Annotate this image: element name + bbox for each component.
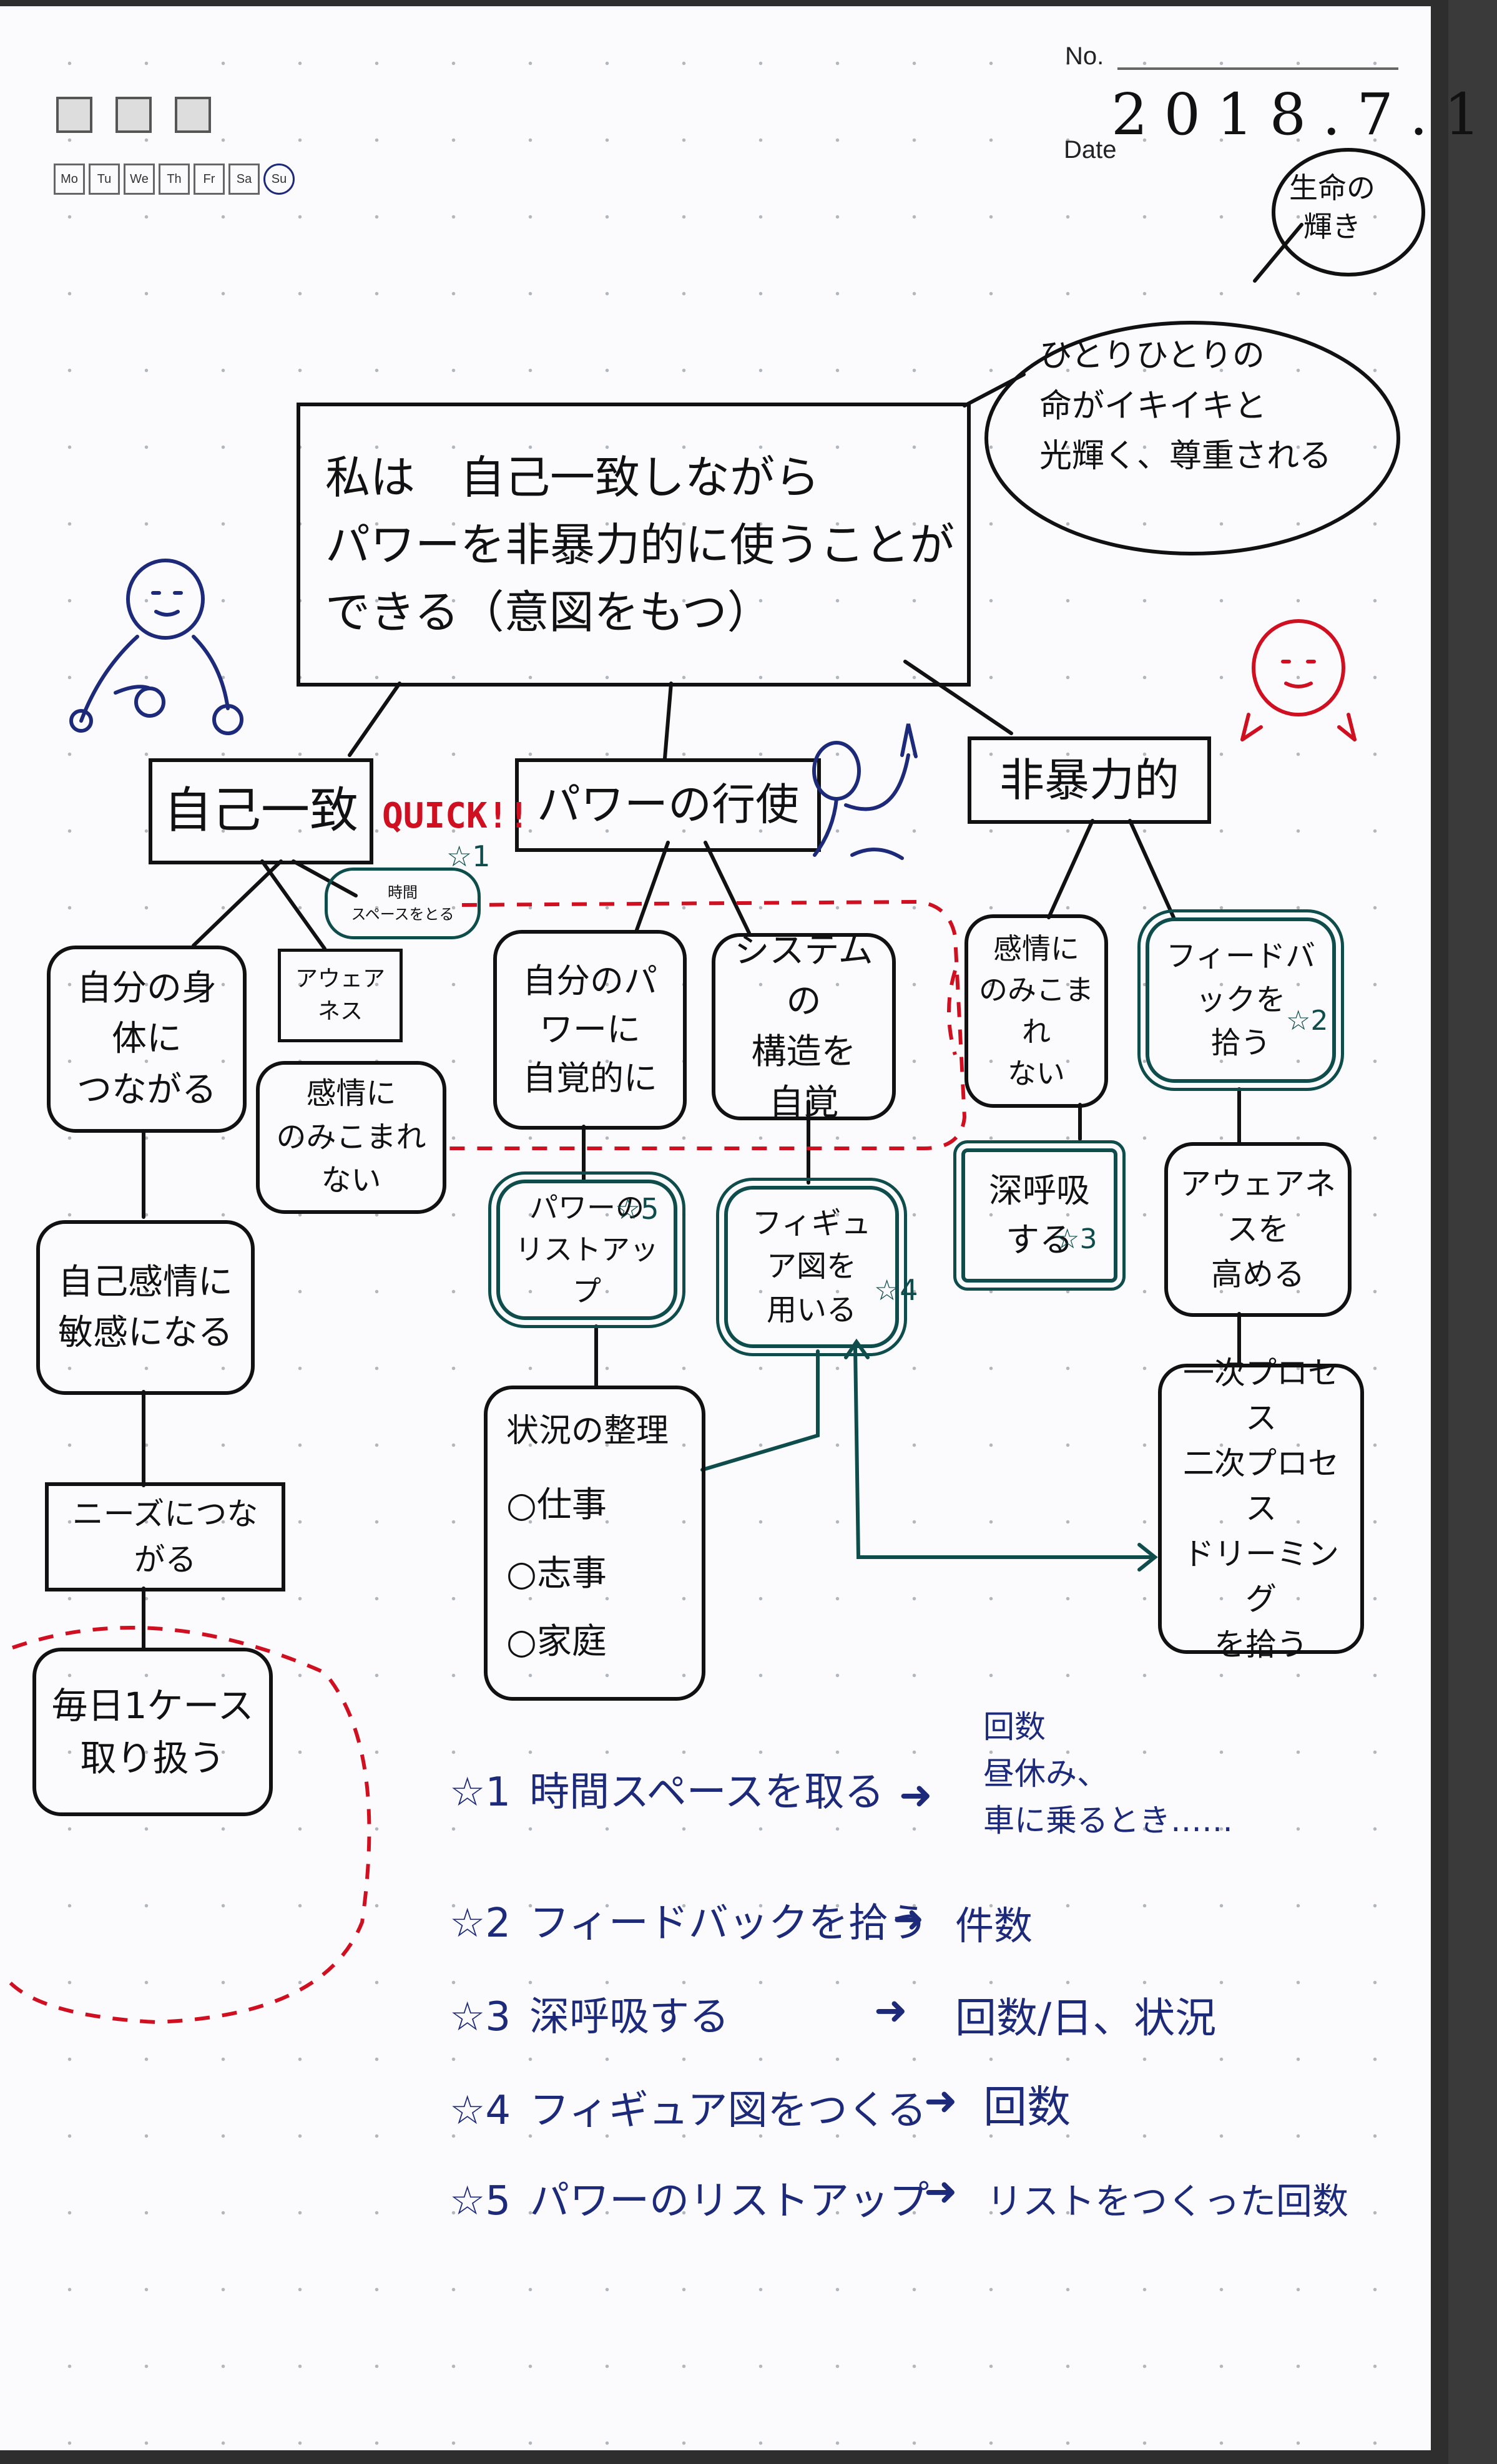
bubble-each-life: ひとりひとりの 命がイキイキと 光輝く、尊重される [1039, 337, 1332, 476]
page-edge-top [0, 0, 1448, 6]
weekday-sa: Sa [228, 164, 260, 195]
legend-mark: ☆5 [449, 2178, 511, 2224]
legend-row-4: ☆4 フィギュア図をつくる [449, 2078, 926, 2136]
quick-mark: ☆1 [446, 839, 491, 873]
page-edge-right [1431, 0, 1448, 2464]
self-emotion-box: 自己感情に 敏感になる [36, 1220, 255, 1395]
page-edge-bottom [0, 2450, 1448, 2464]
needs-connect-box: ニーズにつながる [45, 1482, 285, 1591]
legend-measure-2: 件数 [955, 1903, 1033, 1948]
figure-diagram-box: フィギュア図を 用いる [716, 1178, 907, 1356]
quick-label: QUICK!! [382, 796, 530, 836]
listup-mark: ☆5 [615, 1192, 659, 1226]
power-conscious-box: 自分のパワーに 自覚的に [493, 930, 687, 1130]
legend-text: 深呼吸する [529, 1994, 730, 2040]
legend-arrow-3: ➜ [874, 1988, 908, 2034]
body-connect-box: 自分の身体に つながる [47, 946, 247, 1133]
legend-text: フィギュア図をつくる [529, 2088, 927, 2134]
bubble-life-shine: 生命の 輝き [1289, 171, 1375, 244]
legend-mark: ☆4 [449, 2088, 511, 2134]
date-label: Date [1064, 136, 1117, 164]
connector-lines [4, 148, 1425, 2025]
legend-text: 時間スペースを取る [529, 1769, 885, 1816]
feedback-box: フィードバックを 拾う [1137, 909, 1344, 1091]
breath-mark: ☆3 [1055, 1223, 1097, 1255]
situation-title: 状況の整理 [506, 1412, 669, 1450]
system-structure-box: システムの 構造を 自覚 [712, 931, 896, 1123]
emotion-not-swallowed-box: 感情に のみこまれない [256, 1061, 446, 1214]
legend-measure-4: 回数 [983, 2081, 1071, 2133]
process-dreaming-box: 一次プロセス 二次プロセス ドリーミング を拾う [1158, 1355, 1364, 1663]
weekday-th: Th [159, 164, 190, 195]
daily-case-box: 毎日1ケース 取り扱う [32, 1648, 273, 1816]
feedback-mark: ☆2 [1286, 1005, 1328, 1037]
weekday-tu: Tu [89, 164, 120, 195]
cloud-icon [115, 97, 152, 133]
category-nonviolent: 非暴力的 [968, 736, 1211, 824]
date-value: 2018.7.1 [1111, 81, 1497, 148]
legend-arrow-4: ➜ [924, 2078, 958, 2124]
situation-box: 状況の整理 ○仕事 ○志事 ○家庭 [484, 1386, 705, 1701]
power-listup-box: パワーの リストアップ [488, 1171, 685, 1328]
legend-row-1: ☆1 時間スペースを取る [449, 1760, 884, 1817]
no-label: No. [1065, 42, 1104, 70]
weekday-row: Mo Tu We Th Fr Sa Su [54, 164, 298, 195]
nv-emotion-box: 感情に のみこまれ ない [964, 914, 1108, 1108]
legend-mark: ☆1 [449, 1769, 511, 1816]
legend-arrow-2: ➜ [893, 1897, 925, 1941]
blue-figure-icon [69, 559, 243, 735]
legend-arrow-1: ➜ [899, 1772, 933, 1819]
red-figure-icon [1240, 619, 1357, 741]
raise-awareness-box: アウェアネスを 高める [1164, 1142, 1352, 1317]
category-power-use: パワーの行使 [515, 758, 821, 852]
situation-item: ○志事 [506, 1553, 607, 1594]
deep-breath-box: 深呼吸 する [953, 1140, 1126, 1291]
weekday-mo: Mo [54, 164, 85, 195]
legend-row-5: ☆5 パワーのリストアップ [449, 2169, 929, 2226]
legend-mark: ☆3 [449, 1994, 511, 2040]
legend-row-2: ☆2 フィードバックを拾う [449, 1891, 928, 1948]
awareness-box: アウェアネス [278, 949, 403, 1042]
weekday-we: We [124, 164, 155, 195]
legend-arrow-5: ➜ [924, 2169, 958, 2215]
legend-measure-5: リストをつくった回数 [986, 2180, 1349, 2222]
main-intent-box: 私は 自己一致しながら パワーを非暴力的に使うことが できる（意図をもつ） [297, 403, 971, 687]
legend-measure-1: 回数 昼休み、 車に乗るとき…… [983, 1709, 1233, 1839]
legend-text: パワーのリストアップ [529, 2178, 930, 2224]
situation-item: ○仕事 [506, 1485, 607, 1526]
sun-icon [56, 97, 92, 133]
rain-icon [175, 97, 211, 133]
weekday-fr: Fr [194, 164, 225, 195]
figure-mark: ☆4 [874, 1273, 918, 1307]
legend-measure-3: 回数/日、状況 [955, 1994, 1217, 2042]
category-self-alignment: 自己一致 [149, 758, 373, 864]
pointing-figure-icon [812, 723, 918, 860]
no-underline [1117, 67, 1398, 70]
legend-row-3: ☆3 深呼吸する [449, 1985, 729, 2042]
time-space-bubble: 時間 スペースをとる [325, 868, 481, 939]
legend-mark: ☆2 [449, 1900, 511, 1947]
weekday-su: Su [263, 164, 295, 195]
legend-text: フィードバックを拾う [529, 1900, 928, 1947]
situation-item: ○家庭 [506, 1621, 607, 1662]
